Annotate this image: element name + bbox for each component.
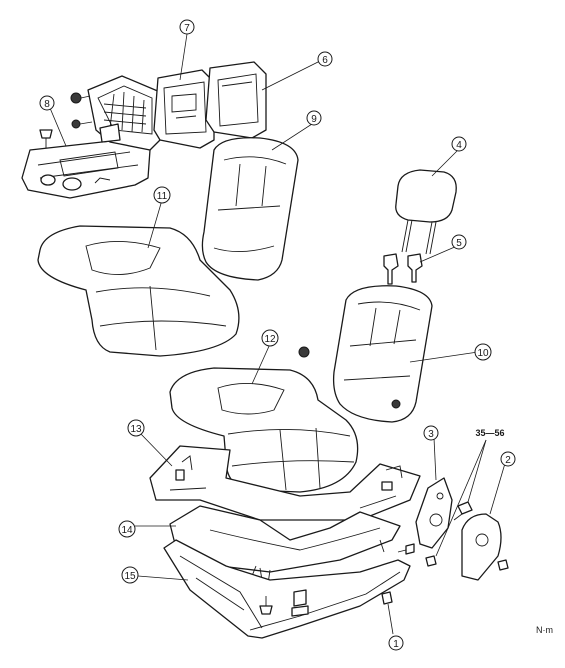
panel-part-7 <box>153 69 215 149</box>
svg-text:12: 12 <box>264 334 276 345</box>
callout-9: 9 <box>306 110 322 126</box>
torque-unit: N·m <box>536 625 553 635</box>
callout-12: 12 <box>261 329 279 347</box>
side-cover-part-2 <box>461 513 502 581</box>
callout-2: 2 <box>500 451 516 467</box>
recliner-bolt-lower <box>425 555 437 567</box>
svg-text:14: 14 <box>121 525 133 536</box>
armrest-lid <box>87 75 161 151</box>
mounting-bolt-center <box>291 589 309 617</box>
recliner-bolt-upper <box>453 501 473 521</box>
seatback-cover-part-9 <box>201 137 299 281</box>
callout-7: 7 <box>179 19 195 35</box>
callout-5: 5 <box>451 234 467 250</box>
pad-part-6 <box>205 61 267 139</box>
mounting-bolt-left <box>259 596 273 615</box>
svg-text:6: 6 <box>322 55 328 66</box>
svg-text:4: 4 <box>456 140 462 151</box>
seatback-bolt <box>298 346 310 358</box>
seat-frame-part-13 <box>149 445 421 521</box>
callout-3: 3 <box>423 425 439 441</box>
callout-1: 1 <box>388 635 404 651</box>
mounting-bolt-right <box>381 591 393 605</box>
callout-15: 15 <box>121 566 139 584</box>
console-base-part-8 <box>21 139 151 199</box>
callout-14: 14 <box>118 520 136 538</box>
seatback-part-10 <box>332 285 433 423</box>
seat-track-part-15 <box>163 539 411 639</box>
svg-text:7: 7 <box>184 23 190 34</box>
svg-text:3: 3 <box>428 429 434 440</box>
svg-text:9: 9 <box>311 114 317 125</box>
svg-text:1: 1 <box>393 639 399 650</box>
svg-text:13: 13 <box>130 424 142 435</box>
grommet-upper <box>70 92 91 104</box>
small-screw <box>397 543 415 555</box>
torque-spec: 35—56 <box>475 428 504 438</box>
grommet-middle <box>71 119 93 129</box>
callout-10: 10 <box>474 343 492 361</box>
recliner-bracket-part-3 <box>415 477 453 549</box>
seat-cushion-cover-part-11 <box>37 225 240 357</box>
svg-text:5: 5 <box>456 238 462 249</box>
svg-text:10: 10 <box>477 348 489 359</box>
callout-13: 13 <box>127 419 145 437</box>
cover-screw <box>497 559 509 571</box>
svg-text:11: 11 <box>157 191 168 202</box>
headrest-part-4 <box>395 169 457 255</box>
callout-4: 4 <box>451 136 467 152</box>
seat-cushion-part-12 <box>169 367 359 493</box>
svg-text:8: 8 <box>44 99 50 110</box>
headrest-guides-part-5 <box>383 253 423 285</box>
callout-11: 11 <box>153 186 171 204</box>
clip-fastener <box>39 129 53 148</box>
callout-6: 6 <box>317 51 333 67</box>
callout-8: 8 <box>39 95 55 111</box>
svg-text:15: 15 <box>124 571 136 582</box>
svg-text:2: 2 <box>505 455 511 466</box>
